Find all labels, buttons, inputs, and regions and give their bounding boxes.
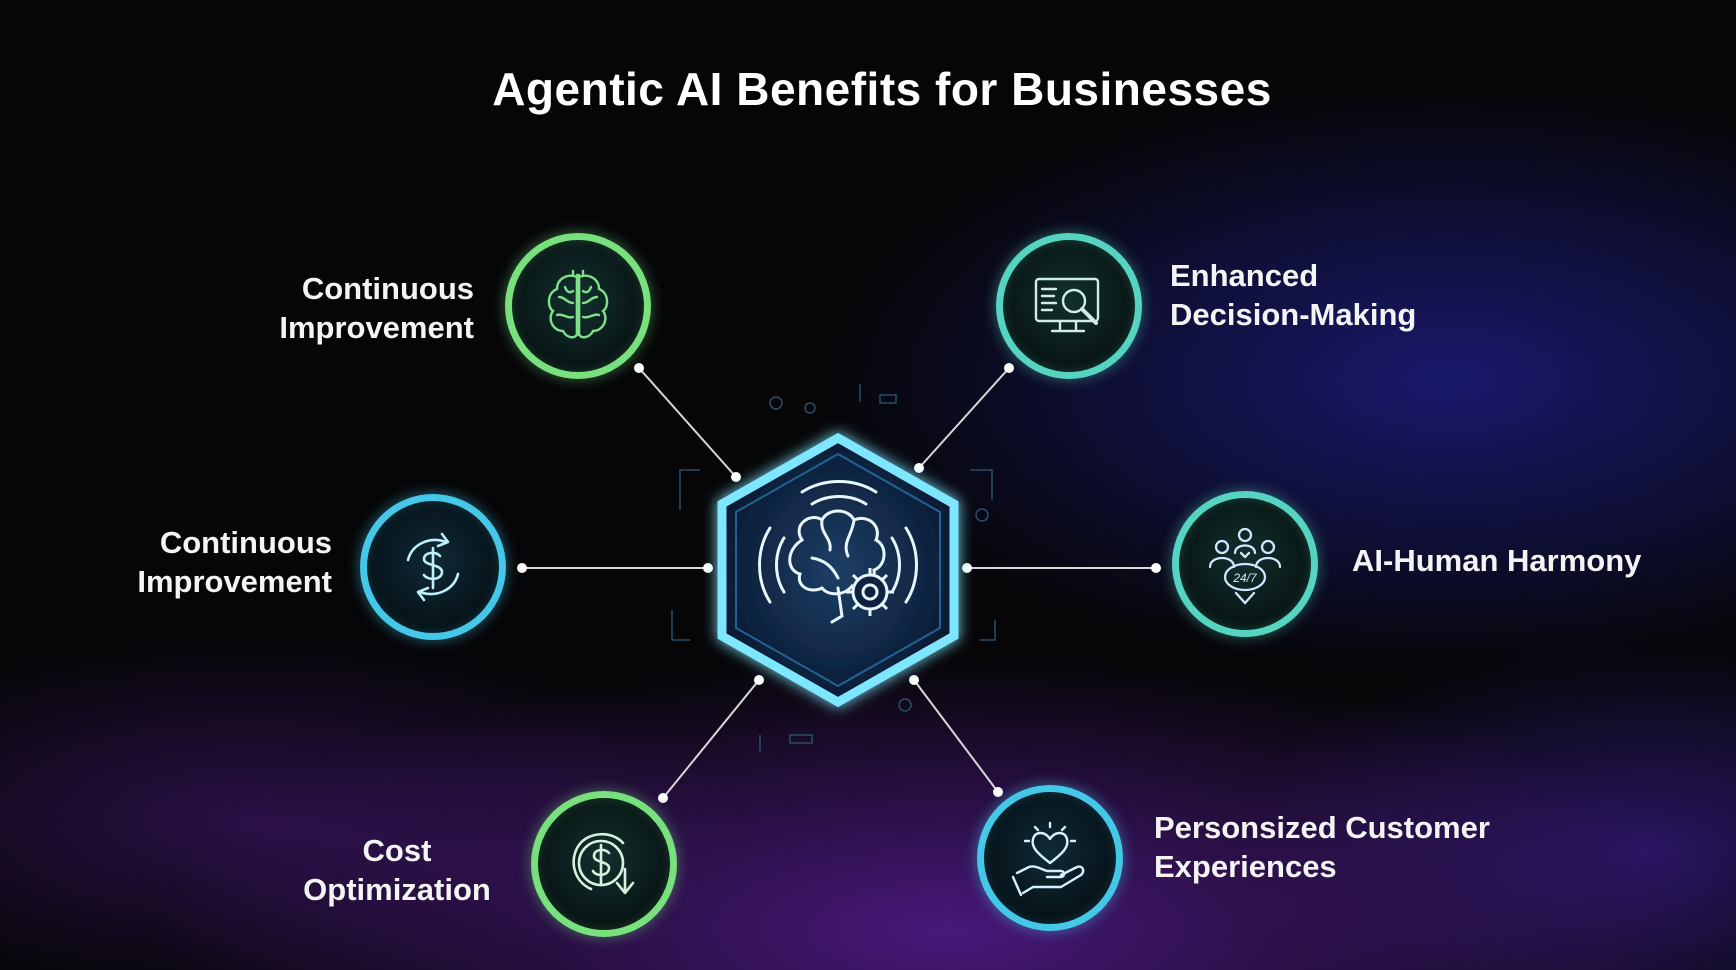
connector-dot — [703, 563, 713, 573]
connector-dot — [1004, 363, 1014, 373]
benefit-label-personalized-customer-experiences: Personsized Customer Experiences — [1154, 808, 1554, 886]
label-line: Decision-Making — [1170, 297, 1417, 332]
connector-dot — [993, 787, 1003, 797]
connector-dot — [658, 793, 668, 803]
label-line: Experiences — [1154, 849, 1337, 884]
connector-dot — [731, 472, 741, 482]
circuit-decoration — [671, 384, 996, 753]
connector-dot — [754, 675, 764, 685]
label-line: Enhanced — [1170, 258, 1319, 293]
label-line: AI-Human Harmony — [1352, 543, 1642, 578]
benefit-node-continuous-improvement-1 — [505, 233, 651, 379]
connector-dot — [634, 363, 644, 373]
brain-icon — [547, 269, 609, 339]
benefit-node-ai-human-harmony: 24/7 — [1172, 491, 1318, 637]
benefit-node-cost-optimization — [531, 791, 677, 937]
label-line: Personsized Customer — [1154, 810, 1490, 845]
benefit-node-enhanced-decision-making — [996, 233, 1142, 379]
connector-line — [638, 367, 737, 478]
label-line: Improvement — [137, 564, 332, 599]
connector-line — [913, 679, 999, 793]
connector-dot — [914, 463, 924, 473]
team-24-7-icon: 24/7 — [1208, 527, 1282, 605]
connector-dot — [909, 675, 919, 685]
monitor-magnifier-icon — [1034, 277, 1100, 333]
label-line: Improvement — [279, 310, 474, 345]
connector-dot — [517, 563, 527, 573]
benefit-label-continuous-improvement-2: Continuous Improvement — [80, 523, 332, 601]
connector-line — [918, 367, 1010, 469]
label-line: Optimization — [303, 872, 491, 907]
benefit-label-cost-optimization: Cost Optimization — [282, 831, 512, 909]
label-line: Continuous — [159, 525, 332, 560]
benefit-label-enhanced-decision-making: Enhanced Decision-Making — [1170, 256, 1490, 334]
heart-hand-icon — [1011, 821, 1085, 897]
dollar-cycle-icon — [406, 532, 460, 602]
svg-text:24/7: 24/7 — [1232, 571, 1258, 585]
connector-line — [662, 679, 760, 799]
connector-dot — [1151, 563, 1161, 573]
connector-dot — [962, 563, 972, 573]
benefit-node-personalized-customer-experiences — [977, 785, 1123, 931]
benefit-label-ai-human-harmony: AI-Human Harmony — [1352, 541, 1682, 580]
label-line: Continuous — [301, 271, 474, 306]
dollar-down-icon — [572, 832, 635, 895]
central-hub — [692, 420, 984, 720]
benefit-label-continuous-improvement-1: Continuous Improvement — [220, 269, 474, 347]
benefit-node-continuous-improvement-2 — [360, 494, 506, 640]
page-title: Agentic AI Benefits for Businesses — [492, 63, 1272, 115]
brain-gear-icon — [717, 432, 959, 708]
label-line: Cost — [362, 833, 432, 868]
